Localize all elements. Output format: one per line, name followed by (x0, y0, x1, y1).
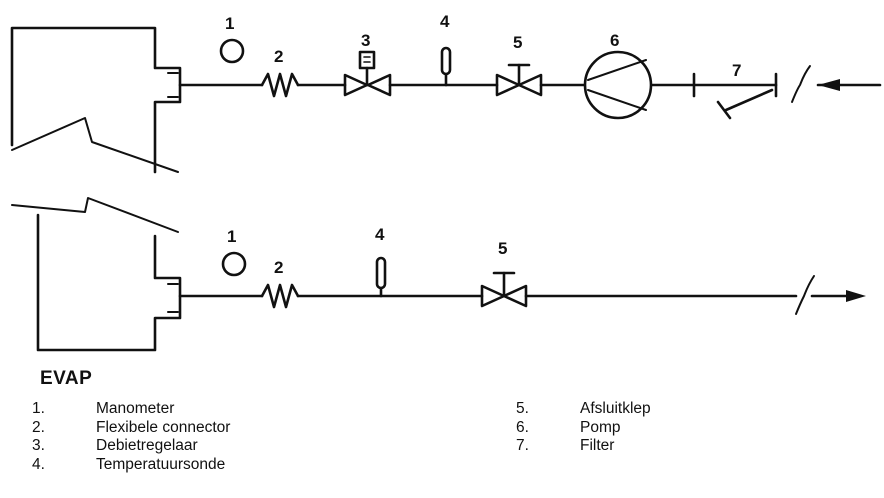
legend-item-label: Filter (580, 437, 615, 454)
legend-item-number: 7. (516, 437, 529, 454)
temperature-probe-icon (440, 46, 452, 76)
legend-right: 5. Afsluitklep 6. Pomp 7. Filter (512, 400, 651, 456)
label-temperature-probe: 4 (440, 12, 450, 31)
supply-flow-arrow (818, 79, 840, 91)
legend-item: 1. Manometer (28, 400, 230, 419)
legend-left: 1. Manometer 2. Flexibele connector 3. D… (28, 400, 230, 474)
legend-item-label: Flexibele connector (96, 418, 231, 436)
legend-item-label: Afsluitklep (580, 400, 651, 417)
evaporator-body-lower (11, 197, 182, 352)
legend-item: 3. Debietregelaar (28, 437, 230, 456)
legend-item-label: Pomp (580, 418, 621, 436)
legend-item-label: Temperatuursonde (96, 455, 226, 473)
shutoff-valve-icon-return (480, 271, 528, 308)
label-temperature-probe-return: 4 (375, 225, 385, 244)
legend-item: 4. Temperatuursonde (28, 456, 230, 475)
label-flexible-connector: 2 (274, 47, 283, 66)
manometer-icon-return (221, 251, 247, 277)
supply-pipe-break (791, 65, 811, 103)
legend-item-number: 6. (516, 418, 529, 436)
label-shutoff-valve: 5 (513, 33, 522, 52)
manometer-icon (219, 38, 245, 64)
pump-icon (583, 50, 653, 120)
legend-item: 5. Afsluitklep (512, 400, 651, 419)
temperature-probe-icon-return (375, 256, 387, 290)
legend-item-number: 5. (516, 400, 529, 417)
shutoff-valve-icon (495, 63, 543, 97)
legend-item: 7. Filter (512, 437, 651, 456)
legend-item-number: 2. (32, 418, 45, 436)
label-shutoff-valve-return: 5 (498, 239, 507, 258)
evaporator-label: EVAP (40, 368, 93, 389)
legend-item-number: 1. (32, 400, 45, 417)
flow-regulator-icon (343, 50, 392, 97)
flexible-connector-icon-return (260, 283, 300, 309)
filter-icon (692, 72, 778, 120)
legend-item-label: Debietregelaar (96, 437, 198, 454)
legend-item-label: Manometer (96, 400, 175, 417)
label-manometer-return: 1 (227, 227, 236, 246)
legend-item-number: 4. (32, 455, 45, 473)
label-flow-regulator: 3 (361, 31, 370, 50)
piping-diagram: 1 2 3 4 5 6 7 1 2 4 5 (10, 12, 882, 352)
label-filter: 7 (732, 61, 741, 80)
legend-item-number: 3. (32, 437, 45, 454)
flexible-connector-icon (260, 72, 300, 98)
label-pump: 6 (610, 31, 619, 50)
legend-item: 6. Pomp (512, 419, 651, 438)
legend-item: 2. Flexibele connector (28, 419, 230, 438)
return-pipe-break (795, 275, 815, 315)
label-flexible-connector-return: 2 (274, 258, 283, 277)
evaporator-body-upper (10, 26, 182, 174)
label-manometer: 1 (225, 14, 234, 33)
return-flow-arrow (846, 290, 866, 302)
